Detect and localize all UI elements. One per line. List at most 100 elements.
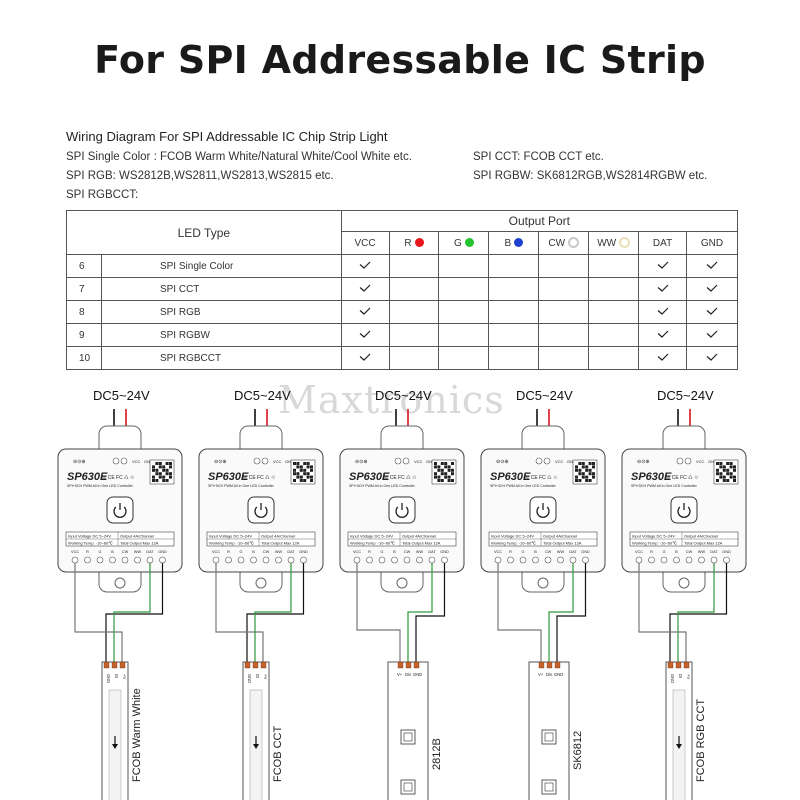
check-icon [657, 284, 668, 292]
signal-wire [105, 563, 164, 665]
info-spi-cct: SPI CCT: FCOB CCT etc. [473, 151, 604, 163]
pin-label: R [86, 550, 89, 554]
screw-terminal-icon [402, 457, 410, 465]
output-terminal-icon [71, 556, 79, 564]
pin-label: VCC [353, 550, 361, 554]
mount-hole [537, 577, 549, 589]
row-number: 10 [66, 346, 102, 370]
spec-output-current: Output 4A/Channel [261, 534, 295, 539]
spec-input-voltage: Input Voltage DC 5~24V [491, 534, 534, 539]
spec-total-output: Total Output Max 12A [402, 541, 441, 546]
output-terminal-icon [366, 556, 373, 564]
screw-terminal-icon [120, 457, 128, 465]
pad-label: DI [114, 674, 119, 678]
cell-g [438, 323, 490, 347]
check-icon [657, 261, 668, 269]
direction-arrow-icon [676, 744, 682, 749]
solder-pad [405, 661, 412, 669]
cell-g [438, 254, 490, 278]
check-icon [359, 330, 371, 338]
cell-dat [638, 254, 688, 278]
pad-label: GND [670, 674, 675, 683]
ww-color-dot-icon [619, 237, 631, 248]
check-icon [706, 307, 718, 315]
controller-tagline: SPI+5CH PWM All in One LED Controller [349, 484, 416, 488]
pin-label: B [111, 550, 114, 554]
signal-wire [548, 563, 574, 665]
pin-label: B [393, 550, 396, 554]
output-terminal-icon [121, 556, 129, 564]
solder-pad [538, 661, 545, 669]
spec-output-current: Output 4A/Channel [684, 534, 718, 539]
controller-tagline: SPI+5CH PWM All in One LED Controller [631, 484, 698, 488]
cell-ww [588, 346, 640, 370]
output-terminal-icon [635, 556, 643, 564]
cw-color-dot-icon [568, 237, 580, 248]
row-number: 9 [66, 323, 102, 347]
port-label: B [504, 237, 512, 249]
pad-label: GND [247, 674, 252, 683]
pin-label: VCC [635, 550, 643, 554]
check-icon [706, 284, 718, 292]
check-icon [359, 284, 371, 292]
output-terminal-icon [391, 556, 398, 564]
output-terminal-icon [441, 556, 448, 564]
output-terminal-icon [212, 556, 220, 564]
port-label: CW [548, 238, 566, 249]
output-terminal-icon [569, 556, 577, 564]
controller-tagline: SPI+5CH PWM All in One LED Controller [490, 484, 557, 488]
pin-label: DAT [287, 550, 295, 554]
certification-icons: ◎ CE FC ♺ ♲ [243, 475, 276, 481]
port-label: GND [700, 237, 724, 249]
output-terminal-icon [300, 556, 307, 564]
output-terminal-icon [507, 556, 514, 564]
g-color-dot-icon [464, 237, 474, 247]
spec-input-voltage: Input Voltage DC 5~24V [209, 534, 252, 539]
solder-pad [397, 661, 404, 669]
main-title: For SPI Addressable IC Strip [94, 38, 706, 82]
polarity-icon: ⊖⊙⊕ [355, 459, 368, 465]
spec-total-output: Total Output Max 12A [261, 541, 300, 546]
pin-label: GND [299, 550, 308, 554]
pin-label: VCC [494, 550, 502, 554]
spec-input-voltage: Input Voltage DC 5~24V [350, 534, 393, 539]
output-terminal-icon [96, 556, 104, 564]
pad-label: Din [405, 672, 412, 677]
terminal-label: GND [708, 459, 717, 464]
output-terminal-icon [648, 556, 655, 564]
cell-b [488, 323, 540, 347]
output-terminal-icon [237, 556, 245, 564]
check-icon [657, 353, 668, 361]
port-label: DAT [652, 237, 673, 249]
spec-working-temp: Working Temp: -10~60℃ [491, 541, 536, 546]
mount-hole [678, 577, 690, 589]
check-icon [706, 261, 718, 269]
cell-r [388, 254, 440, 278]
output-terminal-icon [532, 556, 539, 564]
cell-g [438, 346, 490, 370]
output-terminal-icon [494, 556, 502, 564]
info-spi-rgbw: SPI RGBW: SK6812RGB,WS2814RGBW etc. [473, 170, 708, 182]
screw-terminal-icon [684, 457, 692, 465]
mount-hole [114, 577, 126, 589]
pin-label: VCC [212, 550, 220, 554]
output-terminal-icon [673, 556, 680, 564]
output-terminal-icon [557, 556, 564, 564]
output-terminal-icon [698, 556, 705, 564]
r-color-dot-icon [414, 237, 424, 247]
spec-output-current: Output 4A/Channel [543, 534, 577, 539]
signal-wire [74, 563, 123, 665]
pin-label: WW [134, 550, 142, 554]
spec-working-temp: Working Temp: -10~60℃ [68, 541, 113, 546]
supply-voltage-label: DC5~24V [93, 388, 150, 403]
output-terminal-icon [225, 556, 232, 564]
solder-pad [667, 661, 674, 669]
cell-dat [638, 323, 688, 347]
cell-vcc [340, 323, 390, 347]
cell-cw [538, 300, 590, 324]
check-icon [359, 353, 371, 361]
signal-wire [246, 563, 305, 665]
